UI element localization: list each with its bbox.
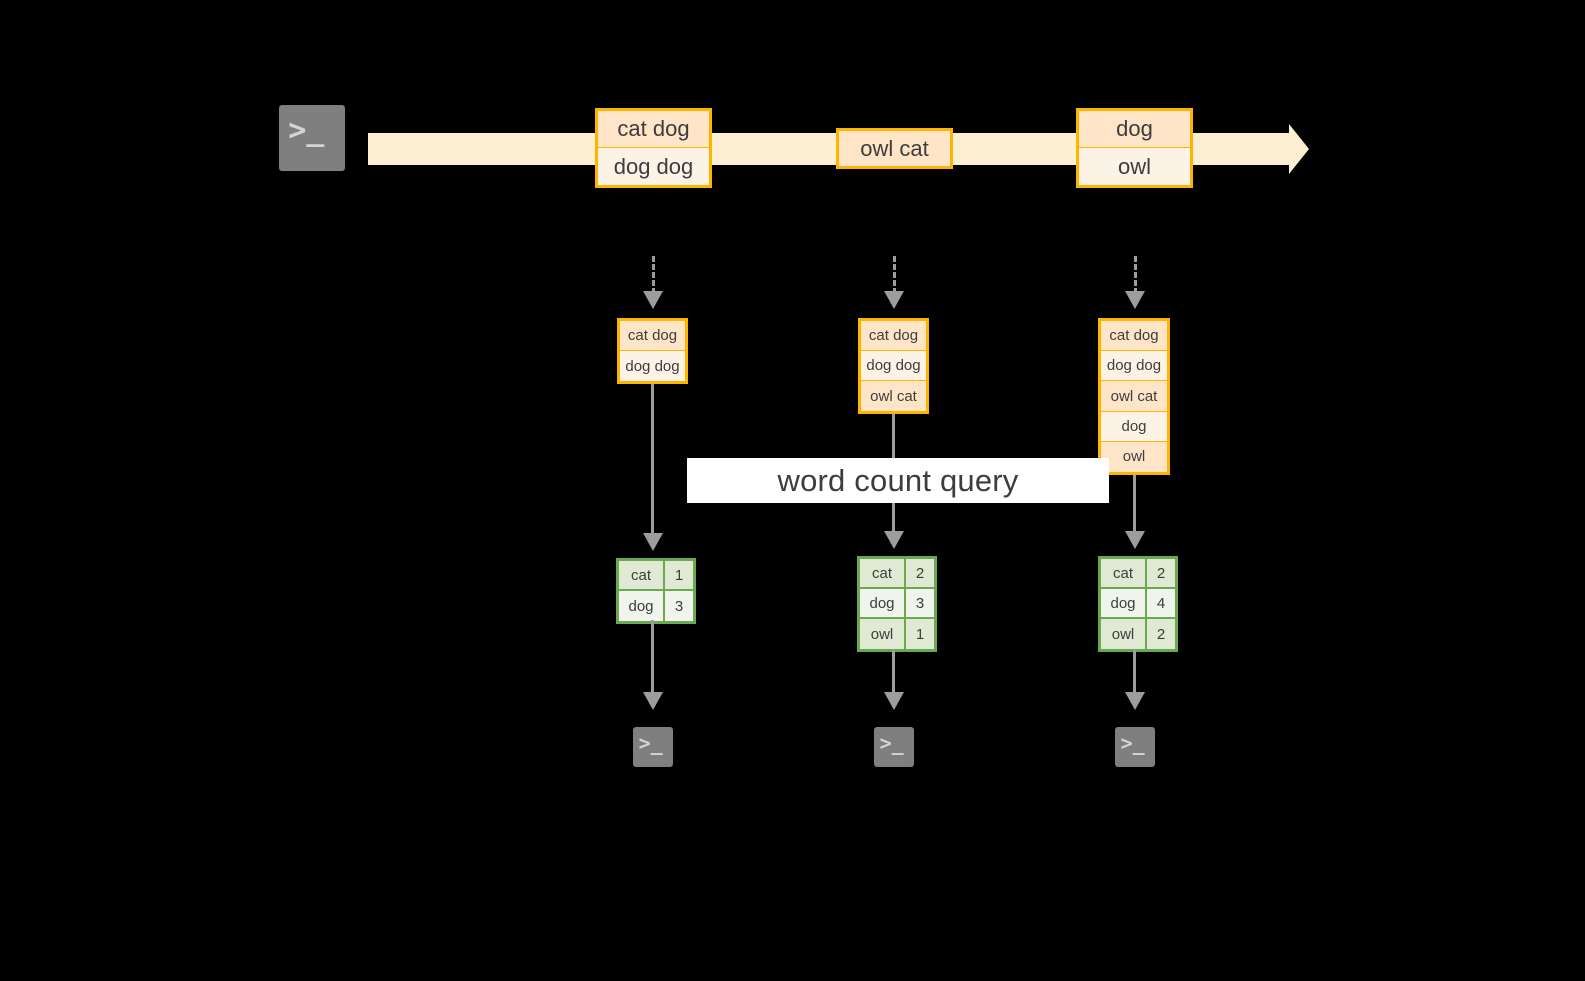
input-line: dog: [1101, 411, 1167, 442]
column-1-result-table: cat 1 dog 3: [616, 558, 696, 624]
stream-event-line: owl: [1079, 148, 1190, 185]
column-3-result-table: cat 2 dog 4 owl 2: [1098, 556, 1178, 652]
column-1-sink-terminal-icon: >_: [624, 718, 682, 776]
result-word: cat: [860, 559, 906, 587]
stream-event-batch-1: cat dog dog dog: [595, 108, 712, 188]
dashed-connector-arrowhead-column-1: [643, 291, 663, 309]
stream-event-line: dog: [1079, 111, 1190, 149]
result-count: 1: [665, 561, 693, 589]
stream-event-line: dog dog: [598, 148, 709, 185]
column-3-sink-terminal-icon: >_: [1106, 718, 1164, 776]
input-line: cat dog: [861, 321, 926, 351]
stream-event-line: cat dog: [598, 111, 709, 149]
column-1-input-table: cat dog dog dog: [617, 318, 688, 384]
table-row: cat 1: [619, 561, 693, 591]
result-word: cat: [1101, 559, 1147, 587]
table-row: dog 4: [1101, 589, 1175, 619]
result-count: 3: [665, 591, 693, 621]
column-3-input-table: cat dog dog dog owl cat dog owl: [1098, 318, 1170, 475]
column-2-input-table: cat dog dog dog owl cat: [858, 318, 929, 414]
terminal-prompt-glyph: >_: [879, 731, 904, 756]
table-row: dog 3: [860, 589, 934, 619]
sink-connector-arrowhead-column-1: [643, 692, 663, 710]
table-row: owl 2: [1101, 619, 1175, 649]
column-2-result-table: cat 2 dog 3 owl 1: [857, 556, 937, 652]
input-line: owl: [1101, 441, 1167, 473]
result-count: 4: [1147, 589, 1175, 617]
sink-connector-column-2: [892, 650, 895, 698]
result-count: 3: [906, 589, 934, 617]
terminal-prompt-glyph: >_: [638, 731, 663, 756]
sink-connector-arrowhead-column-3: [1125, 692, 1145, 710]
query-connector-column-1: [651, 384, 654, 539]
table-row: cat 2: [860, 559, 934, 589]
result-count: 2: [906, 559, 934, 587]
result-word: owl: [1101, 619, 1147, 649]
query-label: word count query: [687, 458, 1109, 503]
stream-arrow-icon: [1289, 124, 1309, 174]
input-line: owl cat: [861, 381, 926, 411]
result-word: dog: [860, 589, 906, 617]
query-connector-arrowhead-column-2: [884, 531, 904, 549]
result-count: 1: [906, 619, 934, 649]
terminal-prompt-glyph: >_: [1120, 731, 1145, 756]
dashed-connector-column-1: [652, 256, 655, 294]
input-line: cat dog: [1101, 321, 1167, 352]
result-count: 2: [1147, 619, 1175, 649]
table-row: owl 1: [860, 619, 934, 649]
result-count: 2: [1147, 559, 1175, 587]
dashed-connector-arrowhead-column-3: [1125, 291, 1145, 309]
dashed-connector-column-3: [1134, 256, 1137, 294]
dashed-connector-column-2: [893, 256, 896, 294]
sink-connector-column-1: [651, 620, 654, 698]
column-2-sink-terminal-icon: >_: [865, 718, 923, 776]
dashed-connector-arrowhead-column-2: [884, 291, 904, 309]
result-word: dog: [619, 591, 665, 621]
query-connector-column-3: [1133, 475, 1136, 537]
terminal-prompt-glyph: >_: [288, 112, 325, 148]
input-line: dog dog: [1101, 351, 1167, 382]
query-connector-arrowhead-column-1: [643, 533, 663, 551]
input-line: dog dog: [620, 351, 685, 381]
stream-event-batch-2: owl cat: [836, 128, 953, 169]
sink-connector-arrowhead-column-2: [884, 692, 904, 710]
input-line: cat dog: [620, 321, 685, 351]
result-word: owl: [860, 619, 906, 649]
stream-event-line: owl cat: [839, 131, 950, 166]
input-line: dog dog: [861, 351, 926, 381]
sink-connector-column-3: [1133, 650, 1136, 698]
input-line: owl cat: [1101, 381, 1167, 412]
table-row: dog 3: [619, 591, 693, 621]
source-terminal-icon: >_: [270, 96, 354, 180]
result-word: cat: [619, 561, 665, 589]
stream-event-batch-3: dog owl: [1076, 108, 1193, 188]
query-connector-arrowhead-column-3: [1125, 531, 1145, 549]
result-word: dog: [1101, 589, 1147, 617]
table-row: cat 2: [1101, 559, 1175, 589]
